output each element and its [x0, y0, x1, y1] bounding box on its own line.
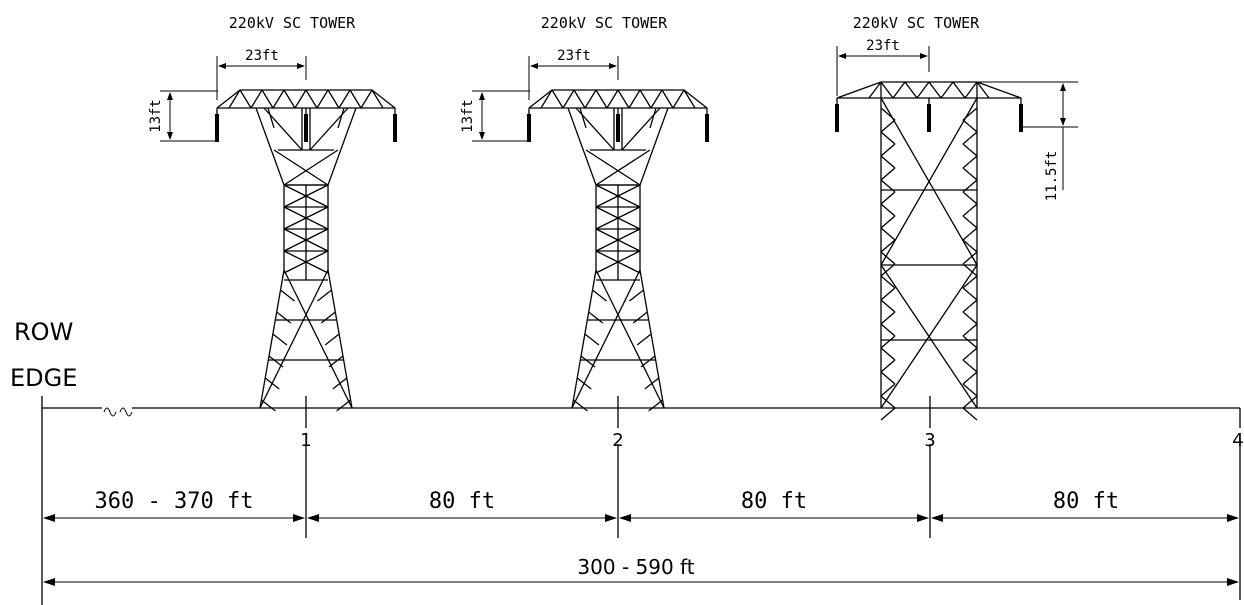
tower-3-structure	[835, 81, 1023, 421]
row-label-line2: EDGE	[10, 364, 77, 392]
tower-1-number: 1	[300, 430, 311, 451]
tower-2-title: 220kV SC TOWER	[541, 14, 668, 32]
tower-1-title: 220kV SC TOWER	[229, 14, 356, 32]
tower-1-structure	[215, 89, 397, 412]
tower-3-width-dim: 23ft	[866, 38, 900, 54]
tower-2-structure	[527, 89, 709, 412]
tower-2-height-dim: 13ft	[460, 99, 476, 133]
tower-structures	[215, 81, 1023, 421]
span-label-1: 80 ft	[429, 489, 495, 514]
tower-1-dimensions	[160, 56, 307, 142]
reference-ticks	[41, 396, 1241, 605]
tower-3-dimensions	[836, 46, 1078, 190]
tower-1-height-dim: 13ft	[148, 99, 164, 133]
tower-2-width-dim: 23ft	[557, 48, 591, 64]
end-marker: 4	[1232, 430, 1243, 451]
span-label-3: 80 ft	[1053, 489, 1119, 514]
tower-2-dimensions	[472, 56, 619, 142]
tower-1-width-dim: 23ft	[245, 48, 279, 64]
row-label-line1: ROW	[14, 318, 73, 346]
tower-3-title: 220kV SC TOWER	[853, 14, 980, 32]
ground-line	[42, 407, 1240, 417]
tower-3-height-dim: 11.5ft	[1044, 151, 1060, 202]
span-label-0: 360 - 370 ft	[95, 489, 254, 514]
tower-2-number: 2	[612, 430, 623, 451]
tower-3-number: 3	[924, 430, 935, 451]
span-dimensions	[43, 514, 1239, 586]
span-label-2: 80 ft	[741, 489, 807, 514]
total-span-label: 300 - 590 ft	[577, 555, 694, 579]
